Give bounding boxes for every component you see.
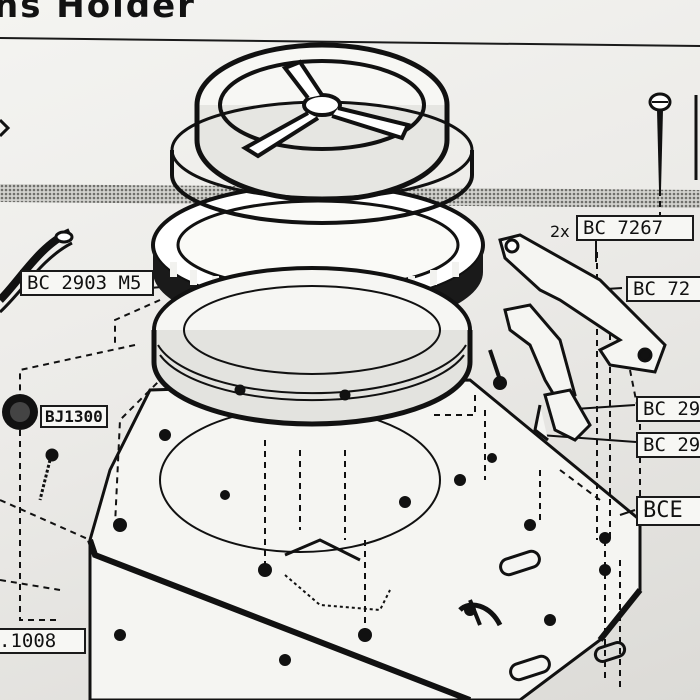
left-clip-part (0, 118, 11, 138)
slot-holes (499, 549, 627, 682)
part-code-bc-29-lower: BC 29 (636, 432, 700, 458)
part-code-1008: .1008 (0, 628, 86, 654)
pins (458, 349, 507, 627)
part-code-bce: BCE (636, 496, 700, 526)
screw-part (648, 92, 672, 190)
part-code-bc-7267: BC 7267 (576, 215, 694, 241)
threaded-ring (151, 266, 473, 427)
header-rule (0, 37, 700, 47)
small-screw-left (38, 448, 59, 501)
page-title: ns Holder (0, 0, 196, 26)
part-code-bc-2903-m5: BC 2903 M5 (20, 270, 154, 296)
bj-washer (2, 394, 38, 430)
holder-ring-top (170, 42, 474, 225)
assembly-guide-lines (0, 190, 661, 690)
part-code-bj-1300: BJ1300 (40, 405, 108, 428)
part-code-bc-29-upper: BC 29 (636, 396, 700, 422)
quantity-bc-7267: 2x (550, 222, 570, 241)
lever-parts (498, 233, 667, 442)
part-code-bc-72: BC 72 (626, 276, 700, 302)
